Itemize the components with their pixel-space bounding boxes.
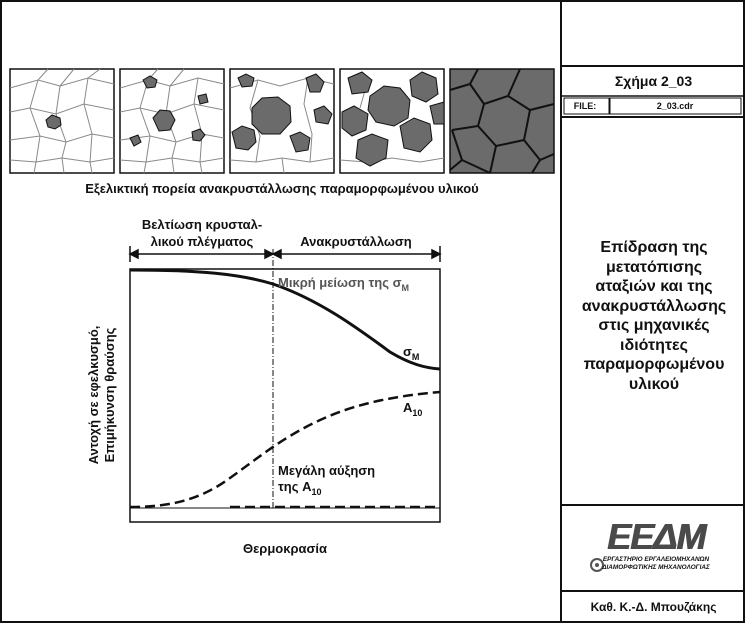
- logo-caption-line: ΔΙΑΜΟΡΦΩΤΙΚΗΣ ΜΗΧΑΝΟΛΟΓΙΑΣ: [602, 564, 710, 571]
- figure-description: Επίδραση της μετατόπισης αταξιών και της…: [566, 238, 742, 394]
- file-name-box: [609, 97, 742, 115]
- lab-logo: [590, 558, 604, 572]
- description-line: Επίδραση της: [600, 239, 708, 256]
- figure-number: Σχήμα 2_03: [614, 73, 693, 89]
- micrograph-5: [449, 68, 555, 174]
- author-name: Καθ. Κ.-Δ. Μπουζάκης: [590, 600, 717, 614]
- large-increase-line2: της A10: [278, 479, 322, 497]
- region2-arrow: [271, 248, 442, 260]
- description-line: ανακρυστάλλωσης: [581, 297, 727, 315]
- micrograph-4: [339, 68, 445, 174]
- small-decrease-label: Μικρή μείωση της σM: [278, 275, 409, 293]
- micrograph-3: [229, 68, 335, 174]
- region1-label-line2: λικού πλέγματος: [151, 234, 254, 249]
- file-label-box: [563, 97, 610, 115]
- micrograph-2: [119, 68, 225, 174]
- y-axis-label-line1: Αντοχή σε εφελκυσμό,: [86, 326, 101, 465]
- description-line: παραμορφωμένου: [583, 356, 725, 373]
- y-axis-label-line2: Επιμήκυνση θραύσης: [102, 327, 117, 462]
- logo-caption-line: ΕΡΓΑΣΤΗΡΙΟ ΕΡΓΑΛΕΙΟΜΗΧΑΝΩΝ: [602, 556, 710, 563]
- file-name: 2_03.cdr: [656, 101, 694, 111]
- a10-label: A10: [403, 400, 422, 418]
- region1-arrow: [128, 248, 275, 260]
- logo-letters: ΕΕΔΜ: [606, 516, 706, 557]
- description-line: στις μηχανικές: [598, 317, 710, 334]
- large-increase-line1: Μεγάλη αύξηση: [278, 463, 375, 478]
- graph-plot-box: [129, 268, 441, 523]
- property-graph: [128, 246, 442, 523]
- x-axis-label: Θερμοκρασία: [243, 541, 327, 556]
- region1-label-line1: Βελτίωση κρυσταλ-: [142, 217, 262, 232]
- sigma-m-curve: [129, 268, 441, 371]
- region2-label: Ανακρυστάλλωση: [300, 234, 411, 249]
- micrograph-1: [9, 68, 115, 174]
- logo-caption: ΕΡΓΑΣΤΗΡΙΟ ΕΡΓΑΛΕΙΟΜΗΧΑΝΩΝ ΔΙΑΜΟΡΦΩΤΙΚΗΣ…: [596, 556, 716, 572]
- sigma-m-label: σM: [403, 344, 419, 362]
- description-line: αταξιών και της: [595, 278, 713, 295]
- description-line: ιδιότητες: [620, 336, 688, 354]
- a10-curve: [129, 390, 441, 509]
- micrograph-caption: Εξελικτική πορεία ανακρυστάλλωσης παραμο…: [85, 181, 479, 196]
- file-label: FILE:: [573, 101, 597, 111]
- description-line: μετατόπισης: [605, 258, 703, 276]
- description-line: υλικού: [628, 375, 680, 393]
